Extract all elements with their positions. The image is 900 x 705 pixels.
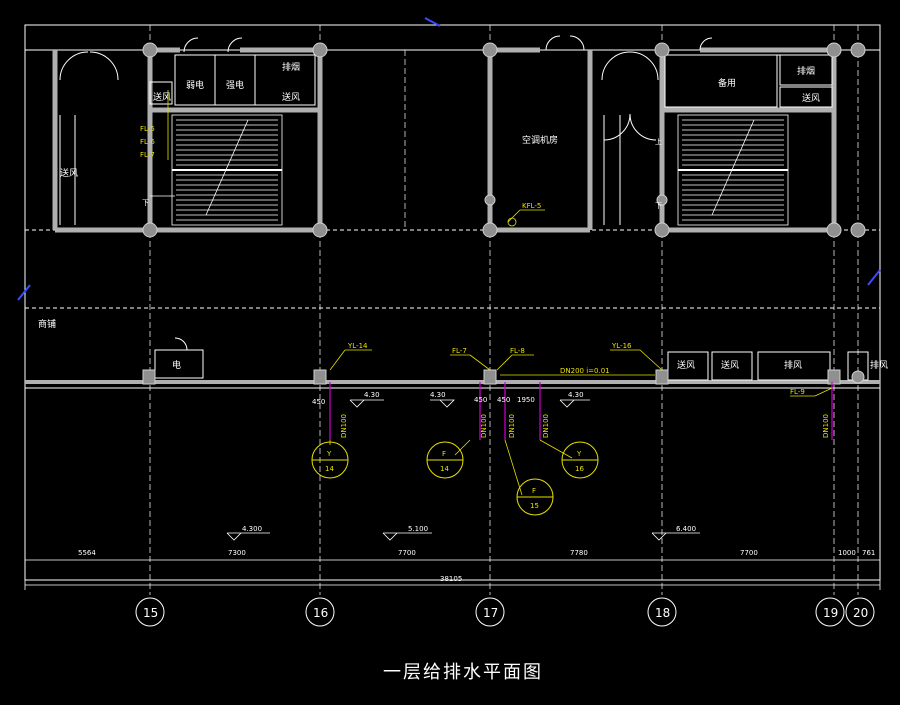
room-ac-machine: 空调机房 — [522, 134, 558, 146]
tag-fl5: FL-5 — [140, 125, 155, 133]
level-6400: 6.400 — [676, 525, 696, 533]
dim-total: 38105 — [440, 575, 462, 583]
blue-marks — [17, 17, 881, 301]
riser-f14-num: 14 — [440, 465, 449, 473]
stair-down-right: 下 — [655, 202, 662, 210]
stair-break-line — [205, 119, 249, 216]
stair-up-right: 上 — [655, 137, 662, 146]
tag-yl16: YL-16 — [611, 342, 632, 350]
tag-kfl5: KFL-5 — [522, 202, 541, 210]
room-bottom-air-1: 送风 — [677, 359, 695, 371]
depth-1950: 1950 — [517, 396, 535, 404]
axis-label-18: 18 — [655, 606, 670, 620]
dim-7700-a: 7700 — [398, 549, 416, 557]
spec-dn100-c: DN100 — [508, 414, 516, 438]
dimension-lines — [24, 555, 881, 590]
door-swings — [59, 35, 713, 351]
drain-pipes — [329, 382, 833, 440]
level-5100: 5.100 — [408, 525, 428, 533]
columns — [142, 42, 866, 385]
stair-left — [150, 114, 283, 226]
room-bottom-exhaust: 排风 — [784, 359, 802, 371]
walls — [25, 47, 880, 384]
axis-label-16: 16 — [313, 606, 328, 620]
dim-7300: 7300 — [228, 549, 246, 557]
axis-label-20: 20 — [853, 606, 868, 620]
stair-down-left: 下 — [142, 199, 149, 207]
room-shop: 商铺 — [38, 318, 56, 330]
riser-f15-num: 15 — [530, 502, 539, 510]
tag-fl7b: FL-7 — [452, 347, 467, 355]
tag-fl8: FL-8 — [510, 347, 525, 355]
dim-1000: 1000 — [838, 549, 856, 557]
room-strong-current: 强电 — [226, 79, 244, 91]
tag-yl14: YL-14 — [347, 342, 368, 350]
riser-y16-type: Y — [576, 450, 582, 458]
dim-5564: 5564 — [78, 549, 96, 557]
depth-450-b: 450 — [474, 396, 487, 404]
stair-right — [677, 114, 789, 226]
spec-main-pipe: DN200 i=0.01 — [560, 367, 610, 375]
drawing-title: 一层给排水平面图 — [383, 662, 543, 683]
riser-circles — [311, 441, 599, 516]
depth-450-c: 450 — [497, 396, 510, 404]
elevation-symbols — [226, 399, 700, 541]
elev-430-c: 4.30 — [568, 391, 584, 399]
room-smoke-exhaust-right: 排烟 — [797, 65, 815, 77]
dim-761: 761 — [862, 549, 875, 557]
dim-7700-b: 7700 — [740, 549, 758, 557]
room-weak-current: 弱电 — [186, 79, 204, 91]
axis-label-17: 17 — [483, 606, 498, 620]
riser-f15-type: F — [532, 487, 536, 495]
tag-fl6: FL-6 — [140, 138, 155, 146]
axis-bubbles — [135, 597, 875, 627]
elev-430-a: 4.30 — [364, 391, 380, 399]
room-spare: 备用 — [718, 77, 736, 89]
depth-450-a: 450 — [312, 398, 325, 406]
spec-dn100-e: DN100 — [822, 414, 830, 438]
room-electric: 电 — [172, 359, 181, 371]
dim-7780: 7780 — [570, 549, 588, 557]
tag-fl7: FL-7 — [140, 151, 155, 159]
room-bottom-air-2: 送风 — [721, 359, 739, 371]
spec-dn100-b: DN100 — [480, 414, 488, 438]
tag-fl9: FL-9 — [790, 388, 805, 396]
partitions — [59, 54, 869, 381]
stair-break-line — [711, 119, 755, 216]
spec-dn100-a: DN100 — [340, 414, 348, 438]
room-air-supply-a: 送风 — [153, 91, 171, 103]
room-air-supply-right: 送风 — [802, 92, 820, 104]
riser-f14-type: F — [442, 450, 446, 458]
room-right-exhaust: 排风 — [870, 359, 888, 371]
axis-label-15: 15 — [143, 606, 158, 620]
leader-lines — [167, 90, 833, 496]
room-air-supply-b: 送风 — [282, 91, 300, 103]
elev-430-b: 4.30 — [430, 391, 446, 399]
riser-y16-num: 16 — [575, 465, 584, 473]
spec-dn100-d: DN100 — [542, 414, 550, 438]
riser-y14-num: 14 — [325, 465, 334, 473]
room-air-supply-left: 送风 — [60, 167, 78, 179]
axis-label-19: 19 — [823, 606, 838, 620]
room-smoke-exhaust: 排烟 — [282, 61, 300, 73]
riser-y14-type: Y — [326, 450, 332, 458]
level-4300: 4.300 — [242, 525, 262, 533]
